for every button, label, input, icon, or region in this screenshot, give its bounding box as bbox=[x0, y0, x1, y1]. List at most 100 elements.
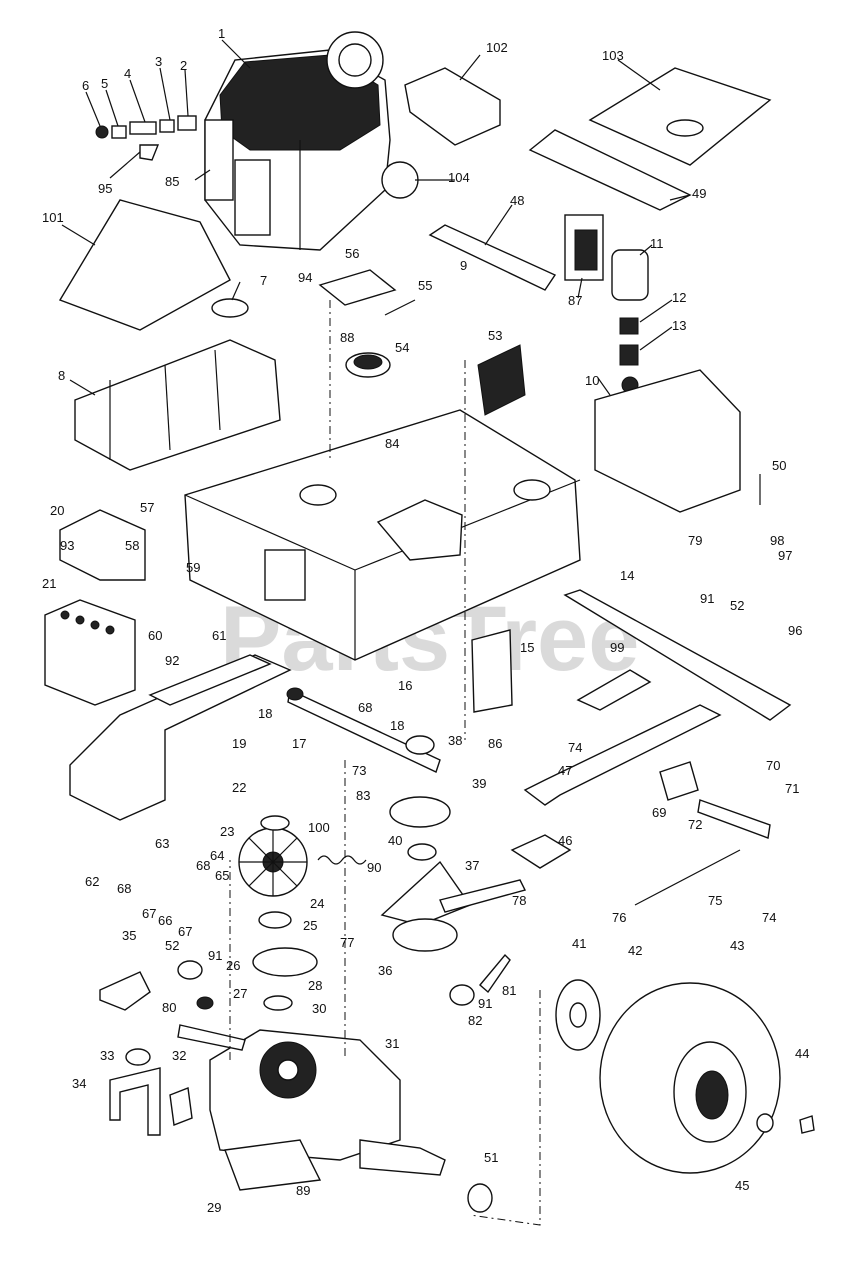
callout: 14 bbox=[620, 568, 634, 583]
callout: 34 bbox=[72, 1076, 86, 1091]
hydraulic-tank bbox=[594, 369, 741, 513]
callout: 7 bbox=[260, 273, 267, 288]
lug-nut bbox=[799, 1115, 815, 1134]
callout: 8 bbox=[58, 368, 65, 383]
callout: 70 bbox=[766, 758, 780, 773]
screen bbox=[477, 344, 526, 416]
callout: 104 bbox=[448, 170, 470, 185]
callout: 46 bbox=[558, 833, 572, 848]
callout: 49 bbox=[692, 186, 706, 201]
callout: 33 bbox=[100, 1048, 114, 1063]
callout: 18 bbox=[258, 706, 272, 721]
callout: 75 bbox=[708, 893, 722, 908]
callout: 61 bbox=[212, 628, 226, 643]
callout: 64 bbox=[210, 848, 224, 863]
callout: 50 bbox=[772, 458, 786, 473]
callout: 96 bbox=[788, 623, 802, 638]
control-rod bbox=[634, 849, 741, 906]
callout: 18 bbox=[390, 718, 404, 733]
callout: 91 bbox=[208, 948, 222, 963]
callout: 91 bbox=[478, 996, 492, 1011]
callout: 6 bbox=[82, 78, 89, 93]
callout: 15 bbox=[520, 640, 534, 655]
pedal-bar bbox=[523, 704, 722, 806]
callout: 47 bbox=[558, 763, 572, 778]
callout: 16 bbox=[398, 678, 412, 693]
callout: 30 bbox=[312, 1001, 326, 1016]
callout: 5 bbox=[101, 76, 108, 91]
tire bbox=[599, 982, 781, 1174]
callout: 95 bbox=[98, 181, 112, 196]
main-frame bbox=[184, 409, 581, 661]
callout: 90 bbox=[367, 860, 381, 875]
clutch-plate bbox=[380, 860, 472, 926]
cooling-fan bbox=[238, 827, 308, 897]
callout: 37 bbox=[465, 858, 479, 873]
callout: 69 bbox=[652, 805, 666, 820]
mount-plate bbox=[588, 67, 772, 166]
callout: 68 bbox=[358, 700, 372, 715]
callout: 59 bbox=[186, 560, 200, 575]
support-bar bbox=[428, 224, 557, 291]
callout: 58 bbox=[125, 538, 139, 553]
callout: 78 bbox=[512, 893, 526, 908]
callout-labels: 1 2 3 4 5 6 7 8 9 10 11 12 13 14 15 16 1… bbox=[42, 26, 809, 1215]
callout: 11 bbox=[650, 236, 664, 251]
callout: 13 bbox=[672, 318, 686, 333]
callout: 36 bbox=[378, 963, 392, 978]
callout: 23 bbox=[220, 824, 234, 839]
bracket-46 bbox=[510, 834, 572, 869]
callout: 79 bbox=[688, 533, 702, 548]
callout: 55 bbox=[418, 278, 432, 293]
battery bbox=[44, 599, 136, 706]
bracket-99 bbox=[576, 669, 652, 711]
callout: 38 bbox=[448, 733, 462, 748]
callout: 92 bbox=[165, 653, 179, 668]
callout: 88 bbox=[340, 330, 354, 345]
callout: 35 bbox=[122, 928, 136, 943]
air-filter bbox=[611, 249, 649, 301]
callout: 29 bbox=[207, 1200, 221, 1215]
callout: 82 bbox=[468, 1013, 482, 1028]
callout: 87 bbox=[568, 293, 582, 308]
callout: 56 bbox=[345, 246, 359, 261]
frame-bar bbox=[563, 589, 792, 721]
callout: 40 bbox=[388, 833, 402, 848]
callout: 27 bbox=[233, 986, 247, 1001]
callout: 73 bbox=[352, 763, 366, 778]
callout: 71 bbox=[785, 781, 799, 796]
fuel-tank bbox=[74, 339, 281, 471]
bracket-35 bbox=[99, 971, 151, 1011]
shroud bbox=[58, 199, 231, 331]
callout: 53 bbox=[488, 328, 502, 343]
callout: 57 bbox=[140, 500, 154, 515]
callout: 89 bbox=[296, 1183, 310, 1198]
callout: 83 bbox=[356, 788, 370, 803]
leader-lines bbox=[61, 39, 761, 505]
callout: 65 bbox=[215, 868, 229, 883]
callout: 42 bbox=[628, 943, 642, 958]
wheel-hub bbox=[555, 979, 601, 1051]
clutch-arm bbox=[439, 879, 527, 913]
callout: 66 bbox=[158, 913, 172, 928]
callout: 45 bbox=[735, 1178, 749, 1193]
callout: 2 bbox=[180, 58, 187, 73]
callout: 101 bbox=[42, 210, 64, 225]
hose-81 bbox=[479, 953, 511, 994]
callout: 51 bbox=[484, 1150, 498, 1165]
callout: 77 bbox=[340, 935, 354, 950]
fuel-cap bbox=[211, 298, 249, 318]
callout: 52 bbox=[165, 938, 179, 953]
callout: 81 bbox=[502, 983, 516, 998]
callout: 68 bbox=[117, 881, 131, 896]
spring-100 bbox=[317, 855, 367, 865]
callout: 19 bbox=[232, 736, 246, 751]
callout: 62 bbox=[85, 874, 99, 889]
callout: 63 bbox=[155, 836, 169, 851]
bracket-69 bbox=[659, 761, 699, 801]
transaxle bbox=[177, 1024, 446, 1191]
callout: 54 bbox=[395, 340, 409, 355]
callout: 84 bbox=[385, 436, 399, 451]
callout: 67 bbox=[142, 906, 156, 921]
callout: 68 bbox=[196, 858, 210, 873]
